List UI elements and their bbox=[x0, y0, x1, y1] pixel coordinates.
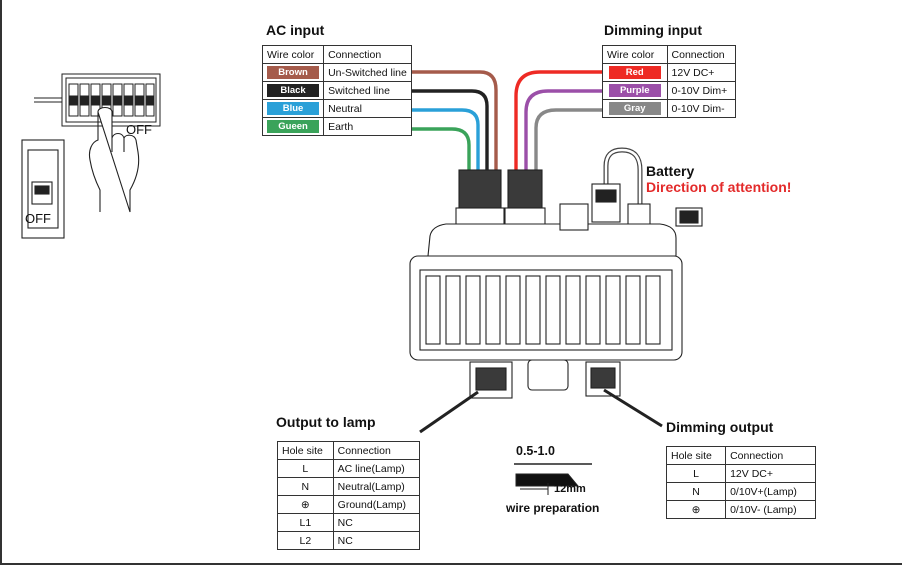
output-to-lamp-table: Hole site Connection L AC line(Lamp) N N… bbox=[277, 441, 421, 550]
ac-input-title: AC input bbox=[266, 22, 325, 38]
wire-prep-caption: wire preparation bbox=[506, 501, 600, 515]
header-connection: Connection bbox=[725, 446, 816, 465]
table-header-row: Wire color Connection bbox=[261, 45, 412, 64]
header-connection: Connection bbox=[332, 441, 421, 460]
strip-length-label: 12mm bbox=[554, 483, 586, 495]
connection-cell: 0/10V- (Lamp) bbox=[725, 500, 816, 519]
battery-warning: Direction of attention! bbox=[646, 179, 792, 195]
wire-color-swatch: Brown bbox=[267, 66, 320, 79]
dimming-input-wires bbox=[514, 70, 604, 174]
table-row: L 12V DC+ bbox=[665, 464, 816, 483]
wire-color-swatch: Black bbox=[267, 84, 320, 97]
output-to-lamp-title: Output to lamp bbox=[276, 414, 376, 430]
table-row: N 0/10V+(Lamp) bbox=[665, 482, 816, 501]
hole-cell: L1 bbox=[277, 513, 334, 532]
dip-switch-off-label: OFF bbox=[126, 122, 152, 137]
hole-cell: ⊕ bbox=[665, 500, 727, 519]
hole-cell: ⊕ bbox=[277, 495, 334, 514]
connection-cell: NC bbox=[332, 531, 421, 550]
dimming-output-table: Hole site Connection L 12V DC+ N 0/10V+(… bbox=[665, 446, 816, 519]
table-header-row: Hole site Connection bbox=[277, 441, 421, 460]
table-row: Gray 0-10V Dim- bbox=[602, 99, 737, 118]
header-hole-site: Hole site bbox=[277, 441, 334, 460]
circuit-breaker-icon bbox=[21, 139, 65, 239]
connection-cell: Ground(Lamp) bbox=[332, 495, 421, 514]
connection-cell: Neutral(Lamp) bbox=[332, 477, 421, 496]
hole-cell: N bbox=[665, 482, 727, 501]
connection-cell: Earth bbox=[323, 117, 412, 136]
table-header-row: Wire color Connection bbox=[602, 45, 737, 64]
breaker-off-label: OFF bbox=[25, 211, 51, 226]
battery-label: Battery Direction of attention! bbox=[646, 163, 791, 195]
wire-color-swatch: Blue bbox=[267, 102, 320, 115]
breaker-panel-icon bbox=[34, 73, 161, 127]
table-row: Blue Neutral bbox=[261, 99, 412, 118]
header-hole-site: Hole site bbox=[665, 446, 727, 465]
wire-color-swatch: Red bbox=[608, 66, 661, 79]
header-wire-color: Wire color bbox=[602, 45, 668, 64]
table-row: N Neutral(Lamp) bbox=[277, 477, 421, 496]
driver-device bbox=[409, 147, 703, 399]
dimming-input-table: Wire color Connection Red 12V DC+ Purple… bbox=[602, 45, 737, 118]
connection-cell: Un-Switched line bbox=[323, 63, 412, 82]
table-row: L1 NC bbox=[277, 513, 421, 532]
connection-cell: 0/10V+(Lamp) bbox=[725, 482, 816, 501]
wire-prep-icon bbox=[514, 463, 592, 495]
connection-cell: Switched line bbox=[323, 81, 412, 100]
dimming-output-title: Dimming output bbox=[666, 419, 774, 435]
header-connection: Connection bbox=[666, 45, 737, 64]
output-leader-lines bbox=[419, 388, 663, 434]
wire-color-swatch: Purple bbox=[608, 84, 661, 97]
connection-cell: 0-10V Dim- bbox=[666, 99, 737, 118]
header-connection: Connection bbox=[323, 45, 412, 64]
table-row: Black Switched line bbox=[261, 81, 412, 100]
connection-cell: 0-10V Dim+ bbox=[666, 81, 737, 100]
connection-cell: Neutral bbox=[323, 99, 412, 118]
ac-input-table: Wire color Connection Brown Un-Switched … bbox=[261, 45, 412, 136]
table-row: L2 NC bbox=[277, 531, 421, 550]
table-row: Brown Un-Switched line bbox=[261, 63, 412, 82]
hole-cell: L2 bbox=[277, 531, 334, 550]
battery-title: Battery bbox=[646, 163, 695, 179]
connection-cell: 12V DC+ bbox=[666, 63, 737, 82]
wire-color-swatch: Gueen bbox=[267, 120, 320, 133]
hand-icon bbox=[88, 106, 140, 213]
wire-color-swatch: Gray bbox=[608, 102, 661, 115]
connection-cell: AC line(Lamp) bbox=[332, 459, 421, 478]
table-row: ⊕ Ground(Lamp) bbox=[277, 495, 421, 514]
table-row: Purple 0-10V Dim+ bbox=[602, 81, 737, 100]
hole-cell: N bbox=[277, 477, 334, 496]
table-row: ⊕ 0/10V- (Lamp) bbox=[665, 500, 816, 519]
connection-cell: 12V DC+ bbox=[725, 464, 816, 483]
hole-cell: L bbox=[665, 464, 727, 483]
table-header-row: Hole site Connection bbox=[665, 446, 816, 465]
table-row: Gueen Earth bbox=[261, 117, 412, 136]
connection-cell: NC bbox=[332, 513, 421, 532]
wire-gauge-label: 0.5-1.0 bbox=[516, 444, 555, 458]
ac-input-wires bbox=[410, 70, 498, 174]
dimming-input-title: Dimming input bbox=[604, 22, 702, 38]
table-row: L AC line(Lamp) bbox=[277, 459, 421, 478]
header-wire-color: Wire color bbox=[261, 45, 325, 64]
table-row: Red 12V DC+ bbox=[602, 63, 737, 82]
hole-cell: L bbox=[277, 459, 334, 478]
